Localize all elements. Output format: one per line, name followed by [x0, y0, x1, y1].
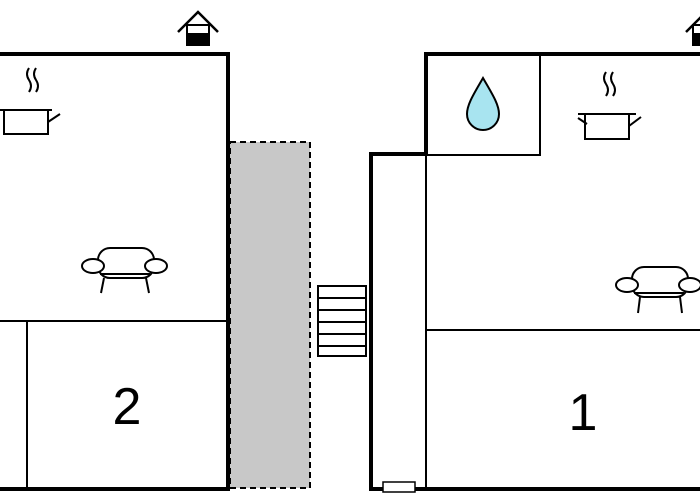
cooking-pot-icon-right: [577, 71, 642, 140]
left-building: [0, 52, 230, 491]
stairs-icon: [317, 285, 367, 357]
room-number-2: 2: [113, 378, 142, 436]
sofa-icon: [81, 247, 168, 294]
door-threshold: [382, 481, 416, 493]
house-entrance-icon: [177, 10, 219, 46]
water-drop-icon: [465, 75, 501, 131]
bathroom-walls: [426, 54, 541, 156]
room-number-1: 1: [569, 384, 598, 442]
right-building: [369, 52, 700, 491]
left-building-walls: [0, 52, 230, 491]
cooking-pot-icon: [0, 67, 61, 135]
sofa-icon-right: [615, 266, 700, 314]
house-entrance-icon-right: [685, 16, 700, 46]
terrace-area: [229, 141, 311, 489]
